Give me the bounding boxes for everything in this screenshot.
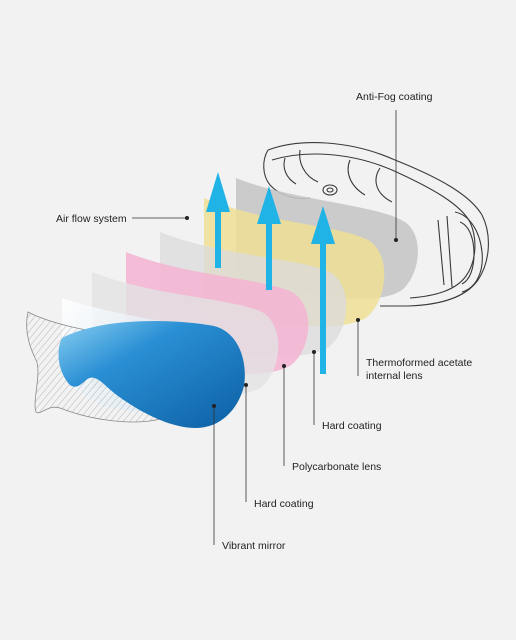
label-polycarbonate-lens: Polycarbonate lens [292, 461, 381, 473]
leader-lines [132, 110, 398, 545]
goggle-frame-drawing [263, 142, 489, 307]
label-internal-lens: internal lens [366, 370, 423, 382]
air-flow-arrow [257, 186, 281, 290]
air-flow-arrows [206, 172, 335, 374]
label-anti-fog-coating: Anti-Fog coating [356, 91, 433, 103]
label-hard-coating-outer: Hard coating [254, 498, 314, 510]
air-flow-arrow [311, 206, 335, 374]
label-thermoformed-acetate: Thermoformed acetate [366, 357, 472, 369]
air-flow-arrow [206, 172, 230, 268]
label-hard-coating-inner: Hard coating [322, 420, 382, 432]
vibrant-mirror-lens [58, 321, 245, 428]
label-air-flow-system: Air flow system [56, 213, 127, 225]
label-vibrant-mirror: Vibrant mirror [222, 540, 286, 552]
